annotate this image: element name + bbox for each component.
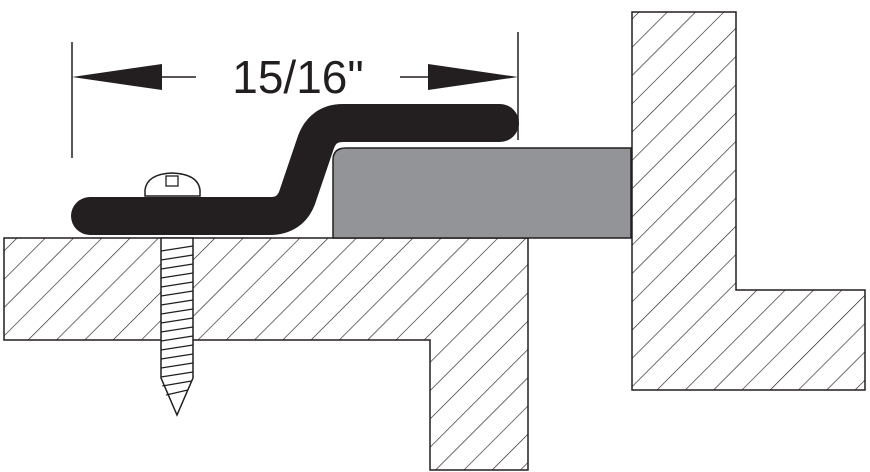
- screw-thread: [162, 380, 192, 387]
- screw-thread: [160, 326, 194, 333]
- screw-thread: [160, 272, 194, 279]
- screw-thread: [160, 281, 194, 288]
- screw-thread: [160, 335, 194, 342]
- screw-thread: [166, 389, 188, 396]
- black-z-clip: [71, 104, 519, 235]
- arrow-right-icon: [428, 64, 518, 90]
- screw: [144, 172, 201, 417]
- screw-thread: [160, 299, 194, 306]
- hatched-wood-wall: [631, 11, 866, 391]
- screw-slot: [165, 175, 179, 187]
- screw-thread: [160, 371, 194, 378]
- screw-shank: [160, 237, 194, 417]
- dimension-label: 15/16": [232, 51, 363, 103]
- screw-thread: [160, 254, 194, 261]
- screw-thread: [160, 317, 194, 324]
- hatched-wood-base: [3, 237, 529, 471]
- dimension-annotation: 15/16": [71, 32, 519, 158]
- gray-spacer-block: [332, 147, 632, 239]
- screw-thread: [160, 353, 194, 360]
- screw-thread: [160, 263, 194, 270]
- screw-thread: [160, 362, 194, 369]
- arrow-left-icon: [72, 64, 162, 90]
- screw-threads: [160, 245, 194, 396]
- screw-thread: [160, 245, 194, 252]
- screw-thread: [160, 344, 194, 351]
- screw-thread: [160, 290, 194, 297]
- screw-thread: [160, 308, 194, 315]
